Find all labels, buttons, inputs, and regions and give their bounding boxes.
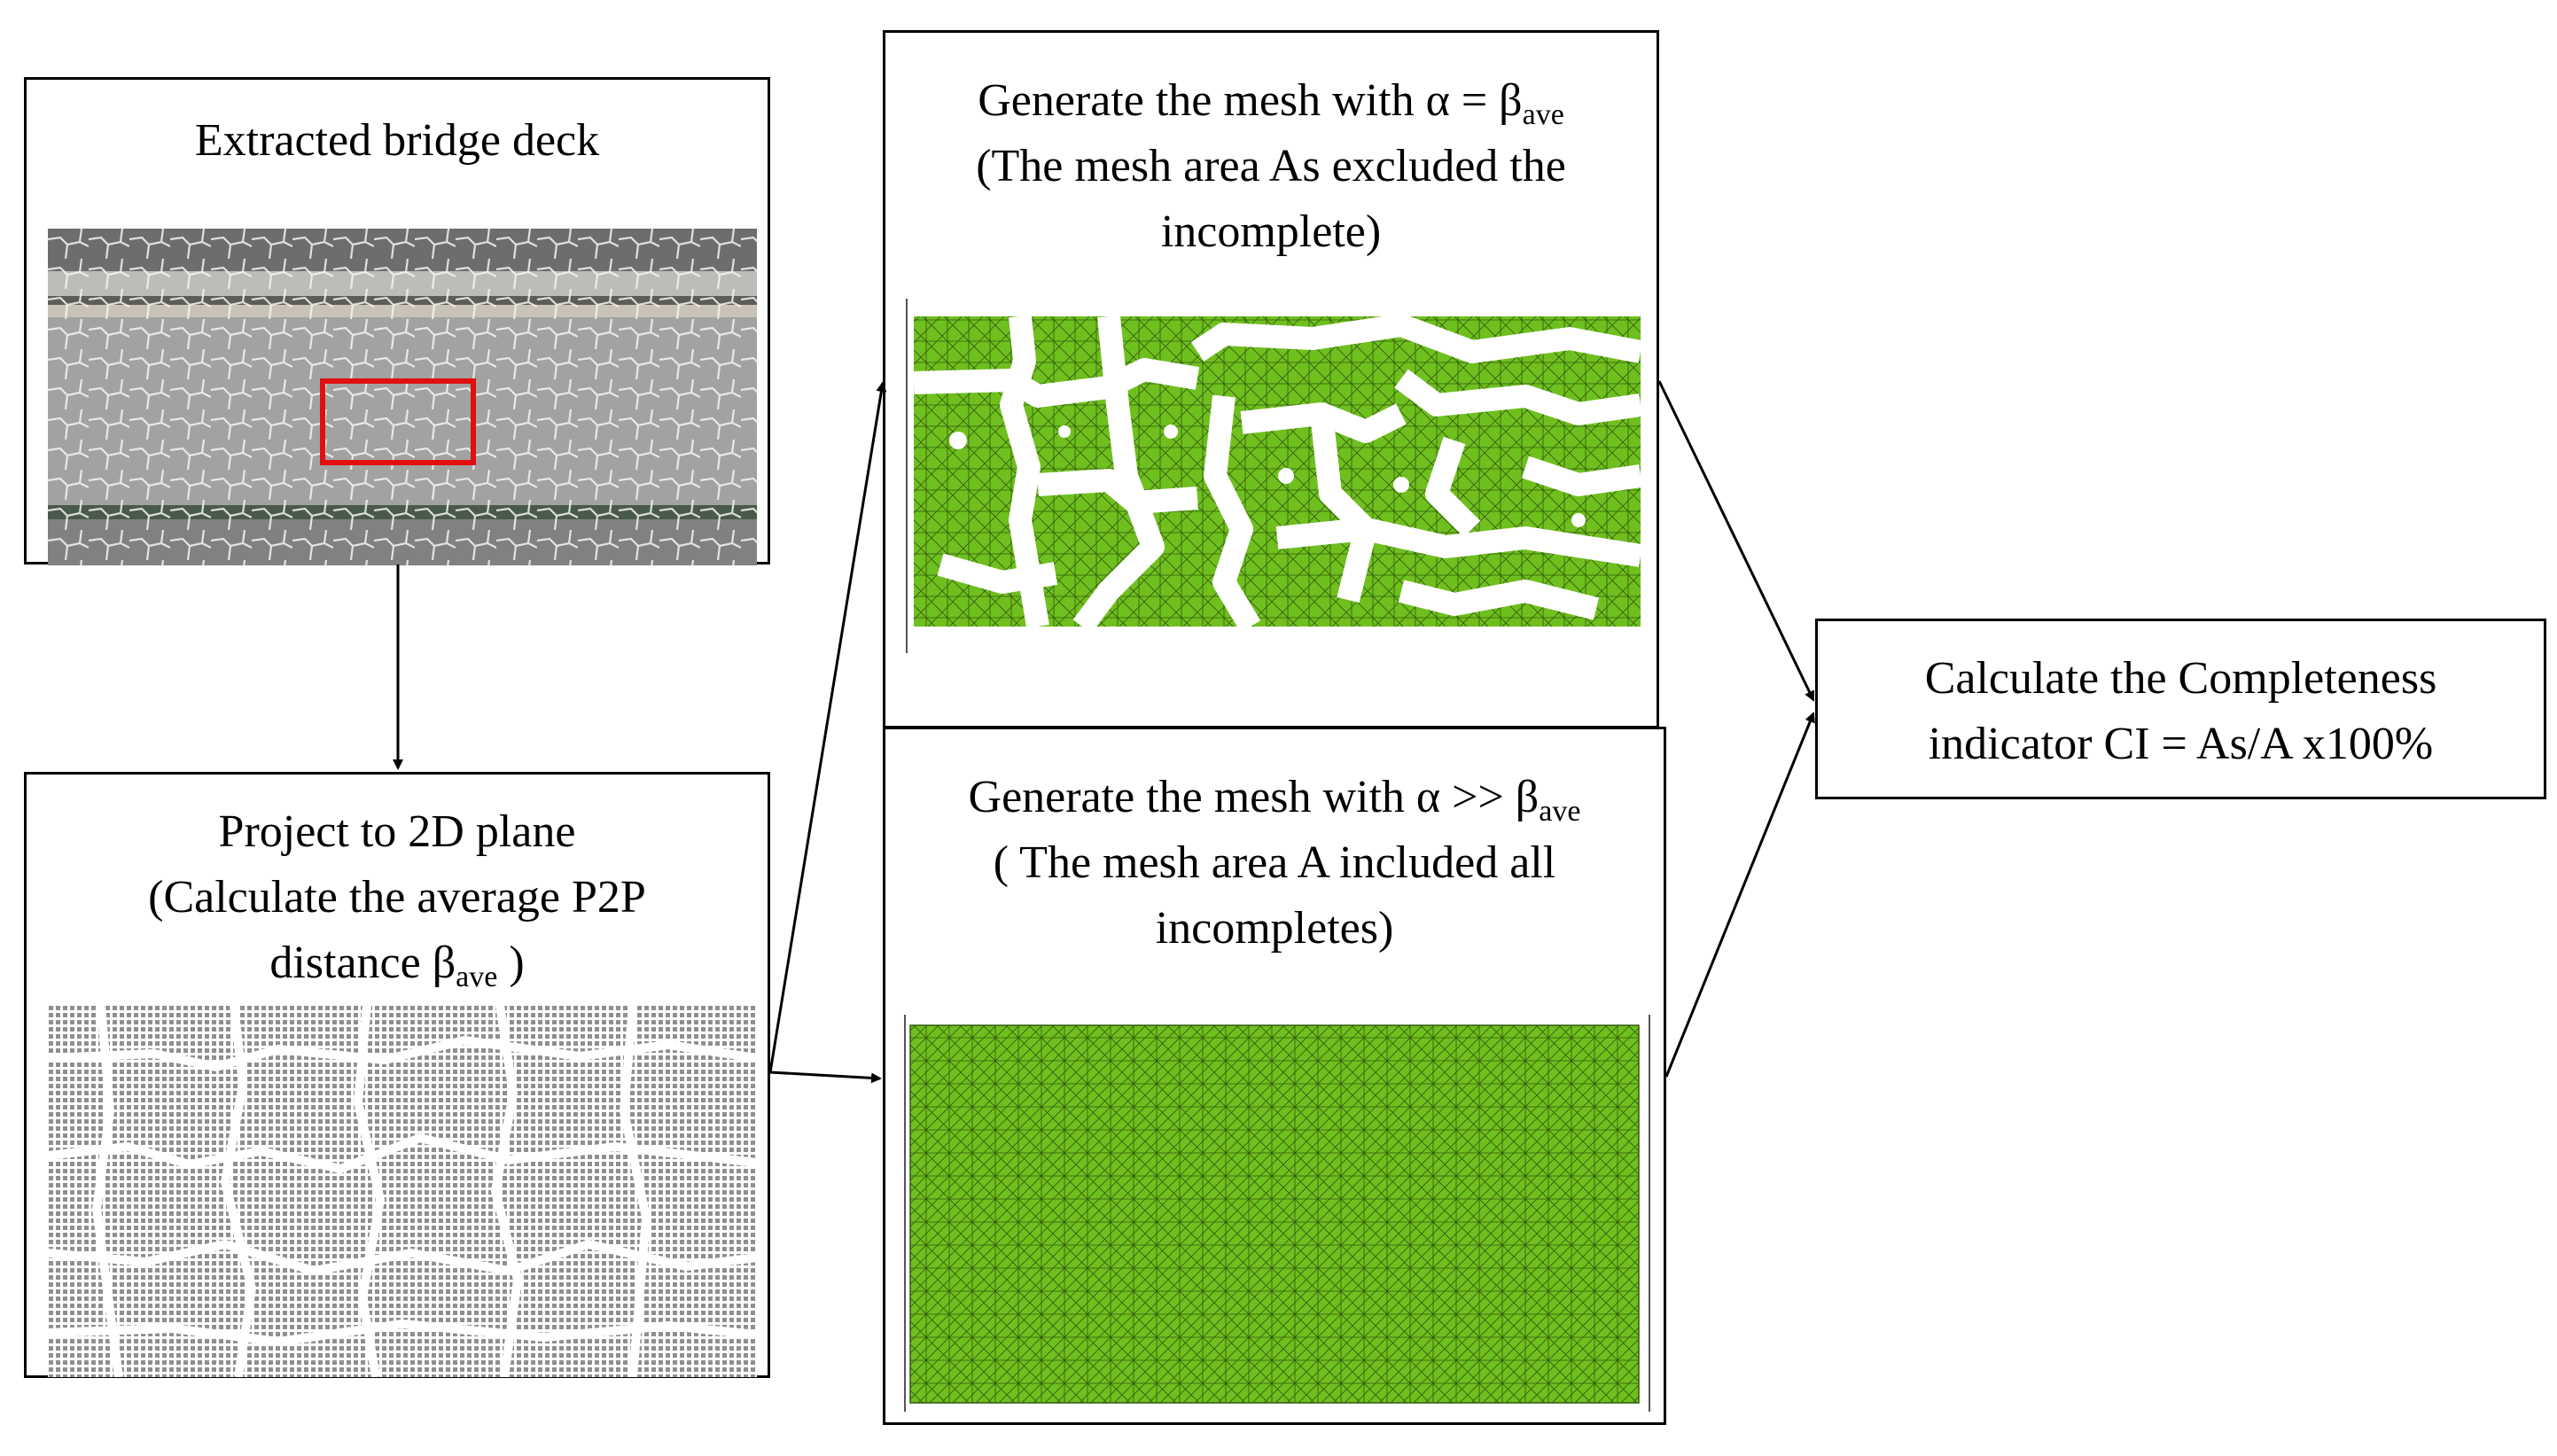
caption-line: indicator CI = As/A x100%	[1928, 719, 2434, 769]
arrow-project-to-mesh-included	[769, 1071, 882, 1084]
extracted-bridge-deck-caption: Extracted bridge deck	[27, 108, 768, 174]
completeness-indicator-box: Calculate the Completeness indicator CI …	[1815, 619, 2546, 799]
extracted-bridge-deck-box: Extracted bridge deck	[24, 77, 770, 565]
caption-line-alpha-equal: Generate the mesh with α = βave	[978, 75, 1564, 131]
highlight-rectangle	[320, 378, 476, 465]
caption-line: Calculate the Completeness	[1924, 653, 2437, 704]
mesh-excluded-box: Generate the mesh with α = βave (The mes…	[883, 30, 1659, 728]
mesh-included-caption: Generate the mesh with α >> βave ( The m…	[885, 765, 1664, 962]
project-2d-plane-box: Project to 2D plane (Calculate the avera…	[24, 772, 770, 1378]
project-2d-caption: Project to 2D plane (Calculate the avera…	[27, 799, 768, 996]
caption-line: Extracted bridge deck	[194, 115, 600, 166]
full-mesh-image	[903, 1015, 1651, 1412]
mesh-included-box: Generate the mesh with α >> βave ( The m…	[883, 727, 1666, 1425]
projected-point-cloud	[48, 1005, 757, 1377]
caption-line-distance: distance βave )	[269, 938, 525, 993]
caption-line: (Calculate the average P2P	[148, 872, 646, 923]
arrow-mesh-included-to-ci	[1664, 712, 1815, 1078]
caption-line: (The mesh area As excluded the	[976, 141, 1566, 191]
caption-line: ( The mesh area A included all	[993, 837, 1556, 888]
caption-line: Project to 2D plane	[218, 806, 576, 857]
mesh-excluded-caption: Generate the mesh with α = βave (The mes…	[885, 68, 1657, 265]
caption-line: incomplete)	[1160, 206, 1382, 257]
bridge-deck-photo	[48, 229, 757, 565]
arrow-mesh-excluded-to-ci	[1657, 380, 1815, 702]
caption-line-alpha-much-greater: Generate the mesh with α >> βave	[968, 772, 1581, 828]
partial-mesh-image	[905, 299, 1644, 653]
caption-line: incompletes)	[1155, 903, 1394, 954]
arrow-project-to-mesh-excluded	[768, 381, 887, 1073]
completeness-caption: Calculate the Completeness indicator CI …	[1818, 646, 2544, 777]
